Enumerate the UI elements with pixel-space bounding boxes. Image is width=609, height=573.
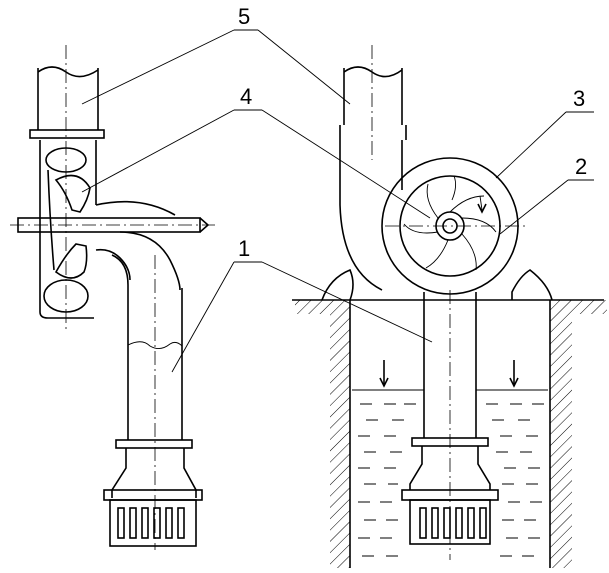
sump-water: [352, 360, 548, 557]
right-discharge-pipe: [339, 45, 407, 205]
water-dashes: [358, 403, 544, 557]
callout-label-2: 2: [575, 154, 587, 179]
callout-leaders: [81, 29, 594, 373]
left-strainer-slots: [117, 507, 185, 539]
left-pump-assembly: [10, 45, 215, 550]
callout-label-3: 3: [573, 86, 585, 111]
left-discharge-pipe: [29, 66, 105, 139]
callout-label-1: 1: [238, 236, 250, 261]
right-strainer-slots: [419, 507, 487, 539]
callout-label-4: 4: [240, 84, 252, 109]
left-suction-pipe: [103, 231, 203, 550]
right-pump-assembly: [292, 45, 607, 568]
left-shaft: [10, 217, 215, 233]
callout-label-5: 5: [238, 4, 250, 29]
right-pump-base: [292, 268, 604, 301]
right-suction-pipe: [401, 290, 499, 560]
sump-pit: [295, 300, 607, 568]
right-impeller: [385, 175, 525, 271]
